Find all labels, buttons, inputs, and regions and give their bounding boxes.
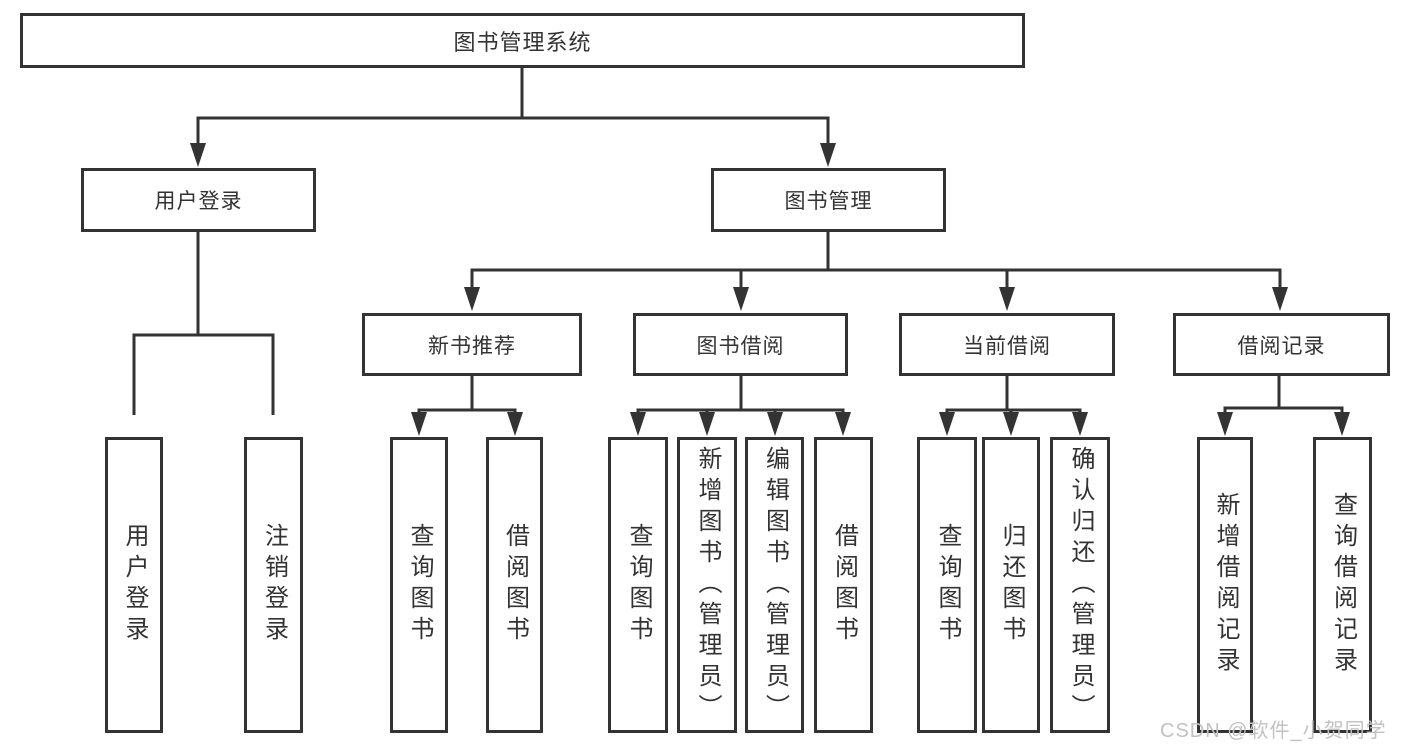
leaf-confirm-return-admin: 确认归还（管理员） <box>1050 437 1110 733</box>
leaf-borrow-books-recommend: 借阅图书 <box>486 437 543 733</box>
node-borrowing-records: 借阅记录 <box>1173 313 1390 376</box>
node-new-book-recommendation: 新书推荐 <box>362 313 582 376</box>
leaf-return-books: 归还图书 <box>982 437 1040 733</box>
node-book-borrowing: 图书借阅 <box>633 313 848 376</box>
node-user-login: 用户登录 <box>81 168 316 232</box>
leaf-user-login: 用户登录 <box>105 437 163 733</box>
leaf-query-borrow-record: 查询借阅记录 <box>1313 437 1372 733</box>
leaf-logout: 注销登录 <box>244 437 303 733</box>
leaf-query-books-borrowing: 查询图书 <box>608 437 668 733</box>
leaf-add-books-admin: 新增图书（管理员） <box>677 437 737 733</box>
node-book-management: 图书管理 <box>711 168 946 232</box>
leaf-edit-books-admin: 编辑图书（管理员） <box>745 437 804 733</box>
node-current-borrowing: 当前借阅 <box>899 313 1115 376</box>
leaf-query-books-recommend: 查询图书 <box>390 437 448 733</box>
node-library-management-system: 图书管理系统 <box>20 13 1025 68</box>
leaf-add-borrow-record: 新增借阅记录 <box>1197 437 1253 733</box>
leaf-query-books-current: 查询图书 <box>917 437 977 733</box>
watermark: CSDN @软件_小贺同学 <box>1160 720 1387 742</box>
leaf-borrow-books-borrowing: 借阅图书 <box>814 437 873 733</box>
